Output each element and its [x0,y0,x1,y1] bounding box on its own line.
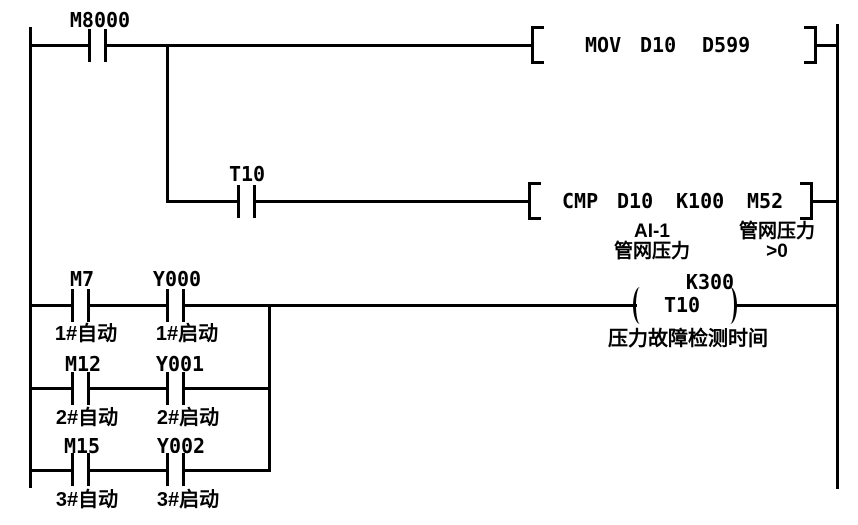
operand-comment-m52: 管网压力 >0 [739,222,815,262]
rung3-branch3-wire [29,469,271,472]
instruction-bracket-left [531,26,544,64]
operand-comment-line: AI-1 [634,221,670,242]
contact-bar-right [87,289,90,322]
contact-bar-right [182,453,185,486]
rung1-to-rung2-branch-wire [166,44,169,203]
contact-bar-left [71,289,74,322]
contact-bar-right [253,185,256,218]
contact-y000[interactable] [166,289,185,322]
contact-label-t10: T10 [228,162,266,186]
contact-bar-left [71,453,74,486]
contact-label-m15: M15 [63,434,101,458]
contact-comment-y001: 2#启动 [156,407,220,429]
instruction-bracket-left [528,182,541,220]
mov-opcode[interactable]: MOV [585,33,622,57]
left-power-rail [29,27,32,488]
contact-bar-left [166,372,169,405]
contact-bar-left [166,453,169,486]
contact-comment-y002: 3#启动 [156,489,220,511]
contact-bar-right [182,372,185,405]
rung3-wire-main [29,304,637,307]
instruction-bracket-right [800,182,813,220]
cmp-operand-2[interactable]: K100 [676,189,725,213]
coil-arc-right [723,287,737,324]
cmp-operand-3[interactable]: M52 [747,189,784,213]
contact-bar-right [87,372,90,405]
contact-bar-right [182,289,185,322]
contact-m7[interactable] [71,289,90,322]
rung1-wire-tail [816,44,839,47]
operand-comment-d10: AI-1 管网压力 [614,222,690,262]
cmp-operand-1[interactable]: D10 [617,189,654,213]
contact-t10[interactable] [237,185,256,218]
coil-comment: 压力故障检测时间 [608,328,768,350]
contact-bar-right [104,29,107,62]
contact-label-y001: Y001 [155,352,205,376]
instruction-bracket-right [804,26,817,64]
contact-bar-left [166,289,169,322]
contact-comment-m15: 3#自动 [55,489,119,511]
contact-label-m12: M12 [64,352,102,376]
contact-y001[interactable] [166,372,185,405]
contact-label-y000: Y000 [152,267,202,291]
rung3-wire-tail [736,304,839,307]
operand-comment-line: >0 [766,241,788,262]
rung2-wire-main [166,200,530,203]
contact-y002[interactable] [166,453,185,486]
contact-comment-m12: 2#自动 [55,407,119,429]
contact-label-y002: Y002 [156,434,206,458]
contact-bar-right [87,453,90,486]
contact-label-m8000: M8000 [69,8,131,32]
contact-comment-m7: 1#自动 [54,323,118,345]
coil-device-label[interactable]: T10 [663,293,701,317]
contact-m15[interactable] [71,453,90,486]
contact-label-m7: M7 [69,267,95,291]
rung1-wire-main [29,44,532,47]
operand-comment-line: 管网压力 [738,221,816,242]
operand-comment-line: 管网压力 [613,241,691,262]
contact-bar-left [88,29,91,62]
cmp-opcode[interactable]: CMP [562,189,599,213]
right-power-rail [836,24,839,489]
contact-m8000[interactable] [88,29,107,62]
contact-comment-y000: 1#启动 [155,323,219,345]
contact-m12[interactable] [71,372,90,405]
rung2-wire-tail [812,200,839,203]
rung3-parallel-junction-wire [268,304,271,472]
contact-bar-left [71,372,74,405]
rung3-branch2-wire [29,387,271,390]
coil-preset-label: K300 [685,270,735,294]
mov-operand-dest[interactable]: D599 [702,33,751,57]
mov-operand-source[interactable]: D10 [640,33,677,57]
contact-bar-left [237,185,240,218]
coil-arc-left [633,287,647,324]
